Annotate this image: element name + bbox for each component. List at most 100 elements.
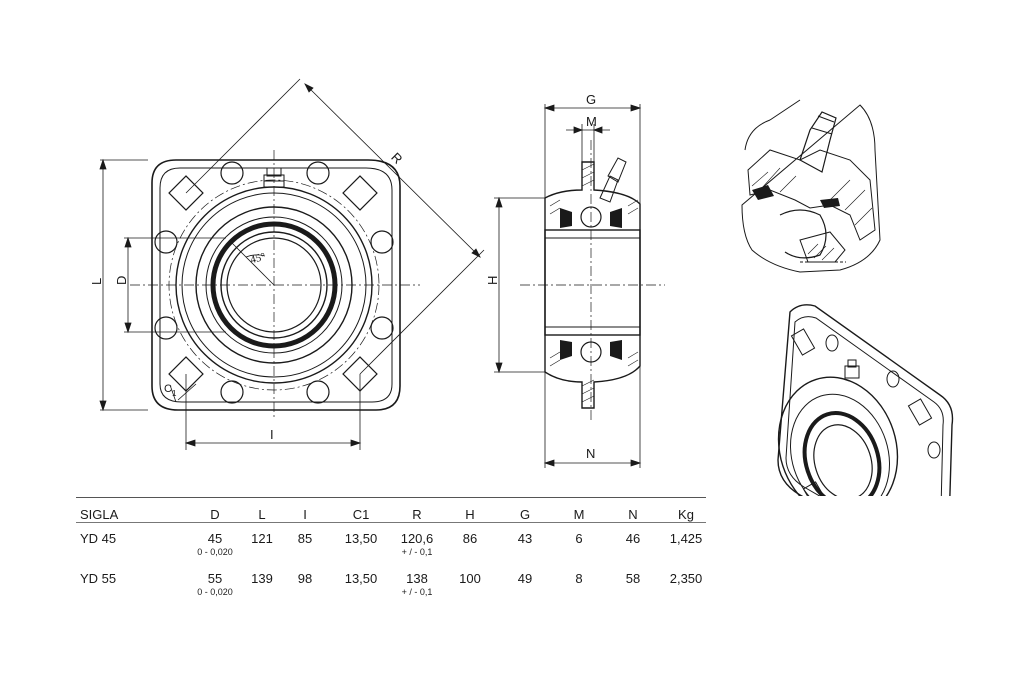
dim-H xyxy=(494,196,545,374)
cell-sigla: YD 55 xyxy=(80,571,117,586)
header-n: N xyxy=(628,507,638,522)
cell-h: 86 xyxy=(462,531,478,546)
bolt-hole xyxy=(370,230,394,254)
dim-label-C1: C xyxy=(164,383,172,395)
dim-label-I: I xyxy=(270,427,274,442)
angle-arc xyxy=(245,254,266,258)
cell-r: 138 xyxy=(406,571,428,586)
cell-c1: 13,50 xyxy=(344,571,378,586)
housing-ring xyxy=(181,192,367,378)
cell-i: 85 xyxy=(297,531,313,546)
center-lines xyxy=(130,150,420,420)
bolt-hole xyxy=(370,316,394,340)
cell-kg: 1,425 xyxy=(669,531,703,546)
iso-flange-inner xyxy=(785,316,944,496)
angle-label: 45° xyxy=(249,251,267,267)
cell-m: 6 xyxy=(575,531,583,546)
bolt-hole xyxy=(154,316,178,340)
square-slot xyxy=(342,175,378,211)
angle-line xyxy=(231,242,275,286)
header-h: H xyxy=(465,507,475,522)
cell-sigla: YD 45 xyxy=(80,531,117,546)
seal xyxy=(560,208,572,228)
dim-L xyxy=(99,158,148,412)
header-sigla: SIGLA xyxy=(80,507,119,522)
iso-slot xyxy=(802,481,828,496)
square-slots xyxy=(168,175,378,392)
detail-section xyxy=(741,99,881,273)
iso-housing-inner xyxy=(789,393,891,496)
detail-outline xyxy=(741,99,881,273)
bolt-hole xyxy=(306,380,330,404)
dim-R xyxy=(185,78,485,375)
iso-bore-ring xyxy=(802,411,882,496)
cell-kg: 2,350 xyxy=(669,571,703,586)
cell-i: 98 xyxy=(297,571,313,586)
housing-ring xyxy=(205,216,343,354)
header-l: L xyxy=(258,507,266,522)
spec-table: SIGLA D L I C1 R H G M N Kg YD 45 45 0 -… xyxy=(76,497,706,603)
seal-ring xyxy=(210,221,338,349)
cell-n: 46 xyxy=(625,531,641,546)
inner-ring xyxy=(220,231,328,339)
dim-C1 xyxy=(169,383,197,403)
iso-grease-nipple xyxy=(844,359,860,379)
cell-g: 43 xyxy=(517,531,533,546)
technical-drawing: 45° xyxy=(89,78,954,496)
cell-d: 55 xyxy=(207,571,223,586)
grease-nipple xyxy=(599,157,627,203)
inner-ring-section xyxy=(544,229,641,336)
seal xyxy=(610,208,622,228)
iso-hole xyxy=(825,334,839,352)
cell-r-tolerance: + / - 0,1 xyxy=(401,587,433,597)
bolt-hole xyxy=(220,380,244,404)
cell-l: 121 xyxy=(251,531,273,546)
dim-label-H: H xyxy=(485,276,500,285)
bolt-hole xyxy=(220,161,244,185)
cell-d-tolerance: 0 - 0,020 xyxy=(197,587,233,597)
header-i: I xyxy=(303,507,307,522)
header-c1: C1 xyxy=(352,507,370,522)
dim-label-G: G xyxy=(586,92,596,107)
bore xyxy=(226,237,322,333)
cell-g: 49 xyxy=(517,571,533,586)
cell-n: 58 xyxy=(625,571,641,586)
housing-ring xyxy=(195,206,353,364)
cell-d-tolerance: 0 - 0,020 xyxy=(197,547,233,557)
square-slot xyxy=(168,356,204,392)
front-view: 45° xyxy=(89,78,485,450)
bolt-holes xyxy=(154,161,394,404)
dim-label-C1-sub: 1 xyxy=(172,389,177,398)
iso-slot xyxy=(790,328,816,356)
header-kg: Kg xyxy=(678,507,694,522)
hatching xyxy=(549,163,639,403)
flange-outline xyxy=(151,159,401,411)
dim-G xyxy=(543,104,642,204)
isometric-view xyxy=(777,304,954,496)
table-row: YD 55 55 0 - 0,020 139 98 13,50 138 + / … xyxy=(76,563,706,603)
seal xyxy=(560,340,572,360)
iso-flange-outline xyxy=(777,304,954,496)
iso-hole xyxy=(927,441,941,459)
side-section-view: G M H N xyxy=(485,92,665,468)
iso-slot xyxy=(907,398,933,426)
cell-d: 45 xyxy=(207,531,223,546)
table-header-row: SIGLA D L I C1 R H G M N Kg xyxy=(76,498,706,523)
header-r: R xyxy=(412,507,422,522)
iso-housing xyxy=(777,376,899,496)
header-m: M xyxy=(573,507,585,522)
header-d: D xyxy=(210,507,220,522)
cell-l: 139 xyxy=(251,571,273,586)
cell-m: 8 xyxy=(575,571,583,586)
table-row: YD 45 45 0 - 0,020 121 85 13,50 120,6 + … xyxy=(76,523,706,563)
dim-label-L: L xyxy=(89,278,104,285)
dim-label-N: N xyxy=(586,446,595,461)
seal xyxy=(610,340,622,360)
grease-nipple xyxy=(263,167,285,188)
dim-D xyxy=(124,236,226,334)
cell-r-tolerance: + / - 0,1 xyxy=(401,547,433,557)
dim-N xyxy=(543,366,642,468)
cell-c1: 13,50 xyxy=(344,531,378,546)
flange-inner-outline xyxy=(159,167,393,403)
bolt-hole xyxy=(306,161,330,185)
